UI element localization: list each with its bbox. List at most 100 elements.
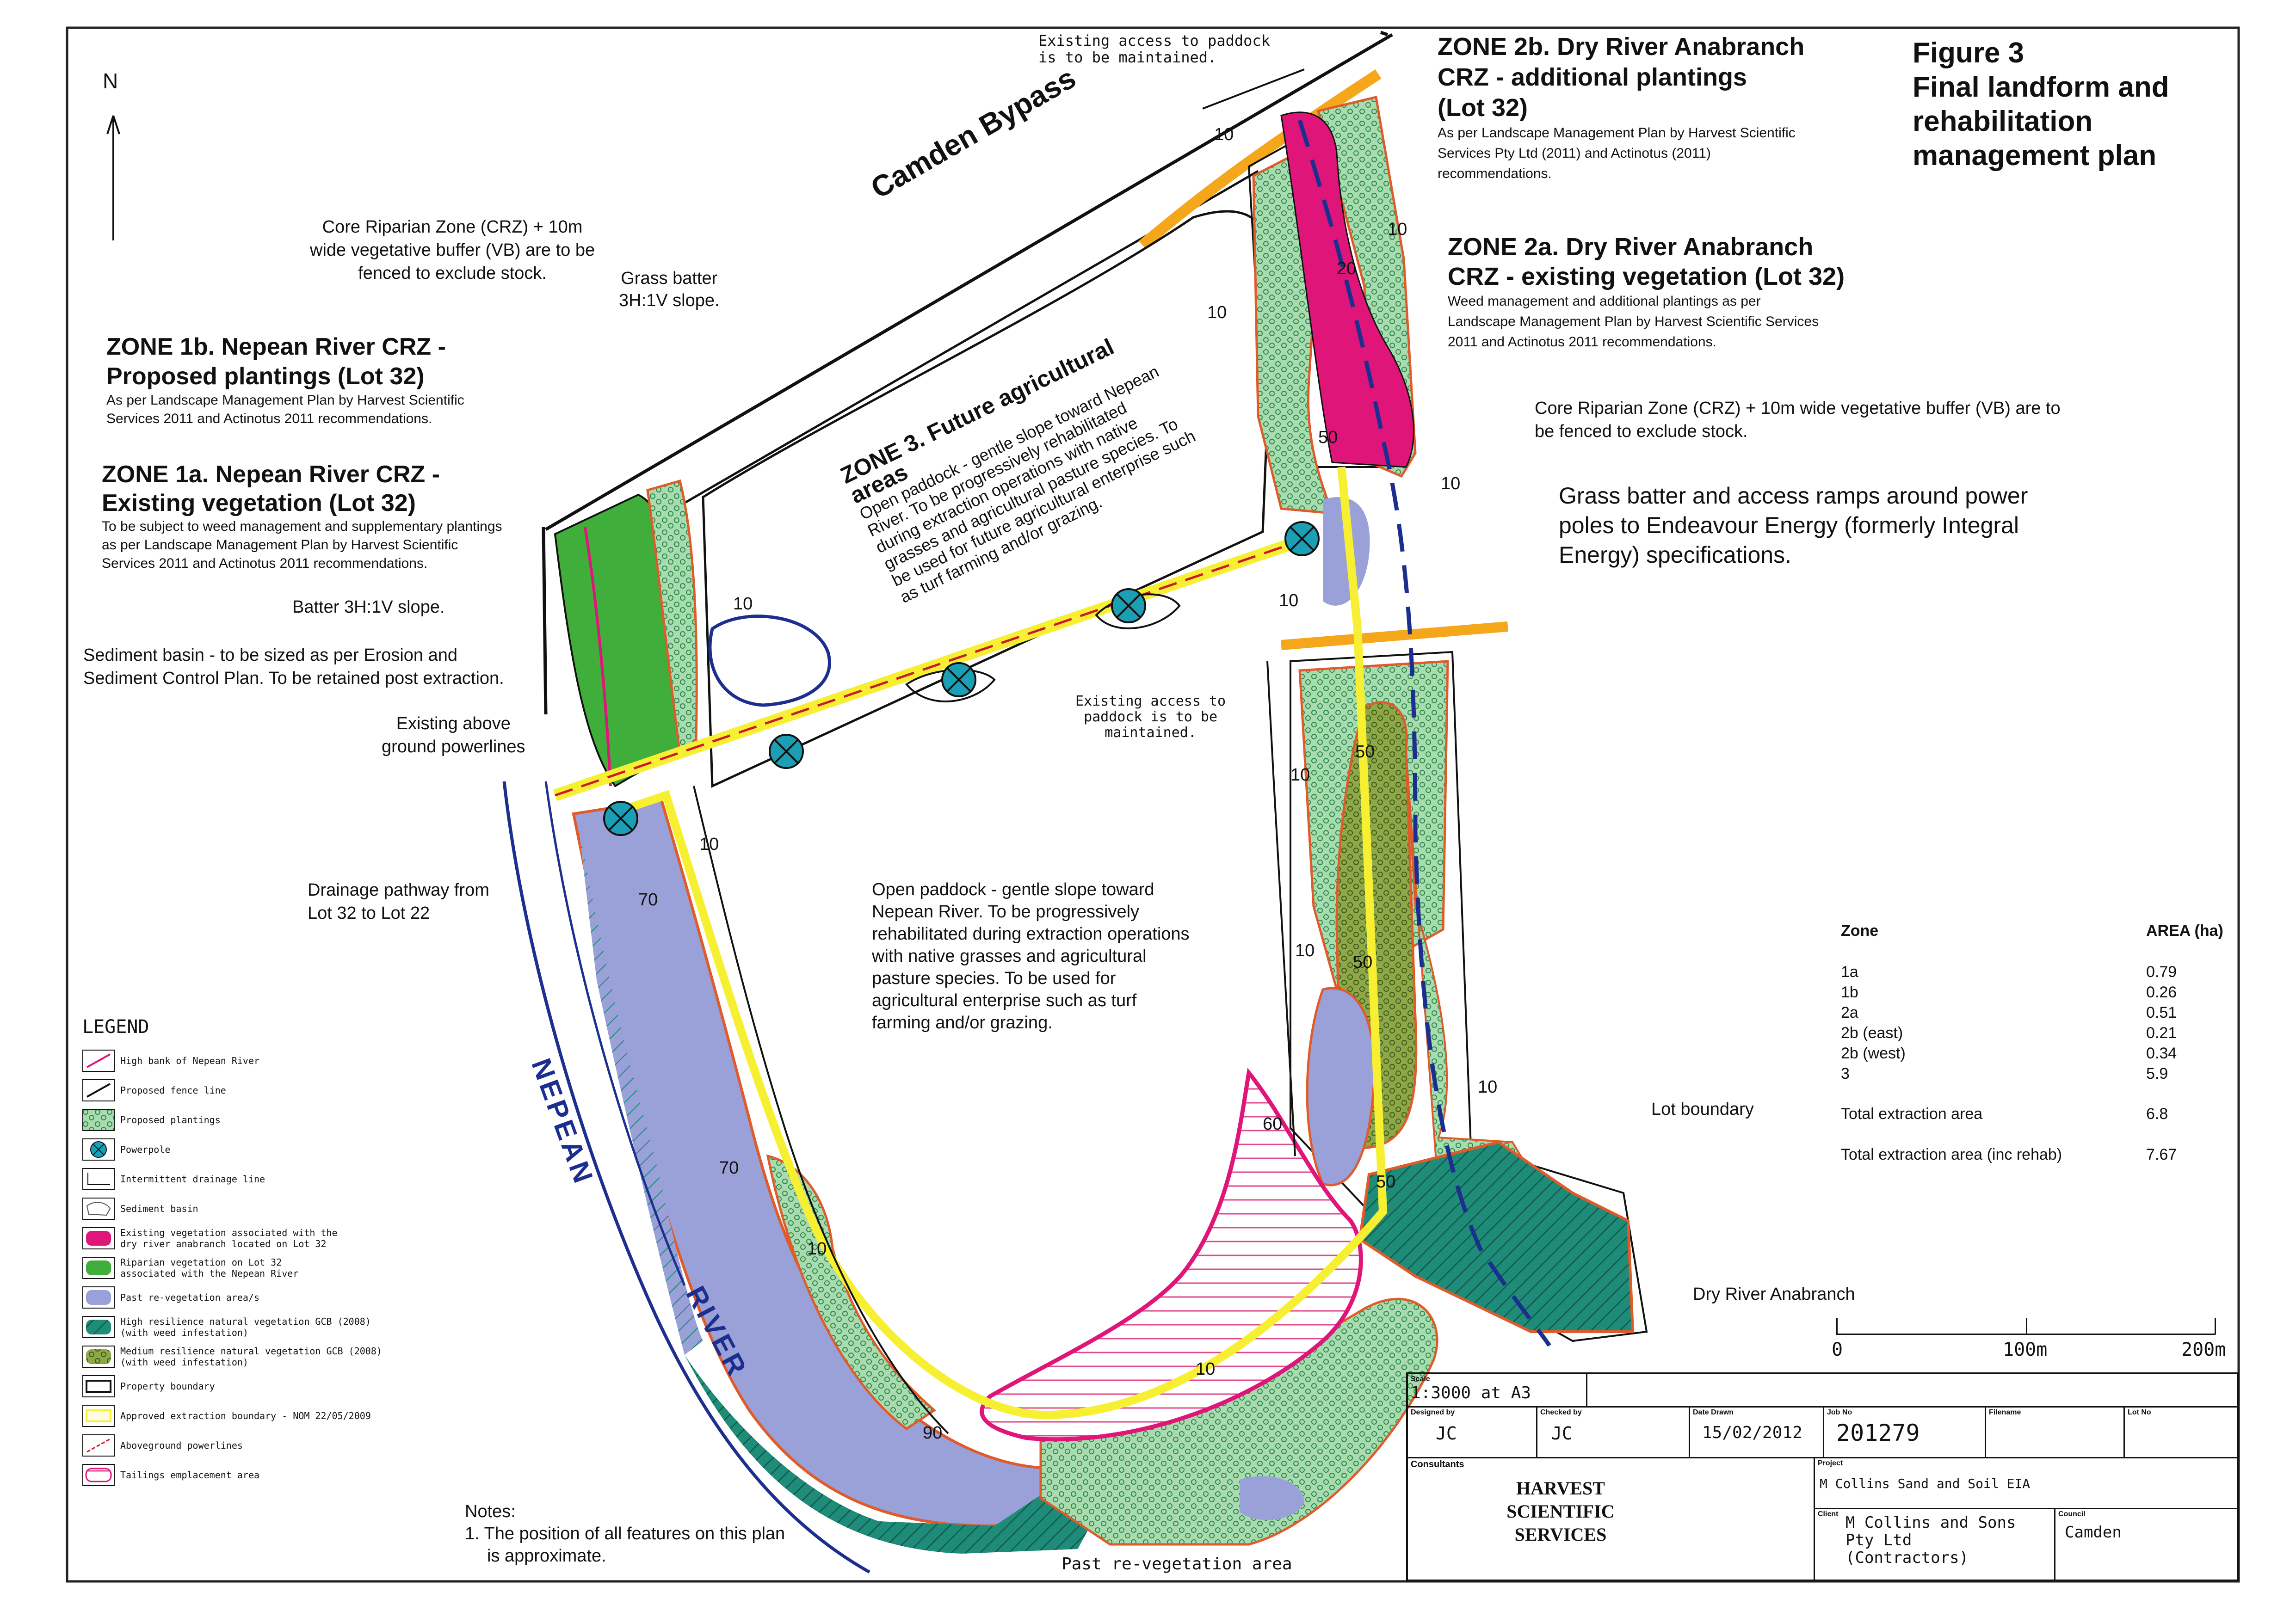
legend-items: High bank of Nepean River Proposed fence… [82,1046,462,1490]
high-resilience-swatch [82,1316,115,1338]
tb-filename: Filename [1986,1408,2125,1458]
sediment-note: Sediment basin - to be sized as per Eros… [83,644,504,690]
fence-line-swatch [82,1079,115,1101]
past-reveg-south [1240,1476,1304,1520]
table-row-total-rehab: Total extraction area (inc rehab)7.67 [1841,1144,2239,1165]
legend-item: Intermittent drainage line [82,1164,462,1194]
contour-label: 10 [1441,474,1461,493]
zone2a-title: ZONE 2a. Dry River Anabranch [1448,233,1814,261]
annotation-line: Existing access to [1075,693,1226,709]
tb-consultants: Consultants HARVEST SCIENTIFIC SERVICES [1408,1458,1815,1580]
scale-tick [2026,1318,2027,1334]
annotation-line: wide vegetative buffer (VB) are to be [310,240,595,260]
tb-label: Client [1818,1510,1839,1518]
extraction-boundary-swatch [82,1405,115,1427]
figure-title-line: rehabilitation [1913,105,2093,137]
annotation-line: Drainage pathway from [308,880,489,900]
consultant-line: SERVICES [1514,1524,1607,1545]
table-cell-zone: Total extraction area [1841,1105,1983,1123]
riparian-swatch [82,1257,115,1279]
table-cell-zone: 2b (west) [1841,1045,1906,1062]
legend-label-line: (with weed infestation) [120,1357,248,1368]
area-table-header: Zone AREA (ha) [1841,920,2239,941]
contour-label: 70 [719,1158,739,1178]
sediment-swatch [82,1198,115,1220]
grass-batter-note: Grass batter 3H:1V slope. [619,267,720,312]
tb-job: Job No 201279 [1824,1408,1986,1458]
zone1b-title: ZONE 1b. Nepean River CRZ - [106,333,446,360]
notes: Notes: 1. The position of all features o… [465,1500,785,1567]
contour-label: 10 [1207,303,1227,322]
legend-item: Proposed plantings [82,1105,462,1135]
contour-label: 20 [1337,259,1357,278]
annotation-line: Sediment basin - to be sized as per Eros… [83,646,458,665]
legend-label: High resilience natural vegetation GCB (… [120,1316,371,1338]
legend-item: Property boundary [82,1371,462,1401]
figure-title: Figure 3 Final landform and rehabilitati… [1913,36,2169,173]
annotation-line: poles to Endeavour Energy (formerly Inte… [1559,512,2019,538]
dry-river-label: Dry River Anabranch [1693,1285,1855,1304]
powerpole [769,734,804,769]
table-row-total: Total extraction area 6.8 [1841,1103,2239,1125]
legend-label-line: (with weed infestation) [120,1327,248,1338]
tb-designed: Designed by JC [1408,1408,1537,1458]
tb-label: Lot No [2128,1408,2151,1416]
table-cell-zone: 2a [1841,1004,1858,1021]
zone1b-desc: As per Landscape Management Plan by Harv… [106,393,464,408]
power-pole-note: Grass batter and access ramps around pow… [1559,481,2028,570]
nepean-river-bank-inner [544,781,686,1286]
figure-title-line: Final landform and [1913,71,2169,103]
contour-label: 10 [1279,591,1299,610]
powerlines-note: Existing above ground powerlines [382,712,525,758]
table-cell-zone: Total extraction area (inc rehab) [1841,1146,2062,1163]
annotation-line: with native grasses and agricultural [872,947,1147,966]
legend-item: Approved extraction boundary - NOM 22/05… [82,1401,462,1431]
contour-label: 10 [1478,1077,1498,1097]
zone1b-desc: Services 2011 and Actinotus 2011 recomme… [106,411,432,426]
contour-label: 10 [1290,765,1310,785]
zone2a-desc: 2011 and Actinotus 2011 recommendations. [1448,334,1716,350]
contour-label: 10 [1196,1359,1216,1379]
contour-label: 50 [1376,1172,1396,1192]
annotation-line: Core Riparian Zone (CRZ) + 10m wide vege… [1535,399,2061,418]
page-frame [66,26,2240,1583]
tb-label: Consultants [1411,1459,1464,1469]
annotation-line: farming and/or grazing. [872,1013,1053,1033]
paddock-note: Open paddock - gentle slope toward Nepea… [872,879,1190,1034]
consultant-line: HARVEST [1516,1478,1605,1499]
zone2b-title: ZONE 2b. Dry River Anabranch [1438,33,1805,61]
property-boundary-swatch [82,1375,115,1397]
table-cell-area: 0.79 [2146,963,2177,981]
annotation-line: Nepean River. To be progressively [872,902,1140,922]
tailings-swatch [82,1464,115,1486]
legend-label-line: High resilience natural vegetation GCB (… [120,1316,371,1327]
tb-value: JC [1436,1423,1457,1444]
annotation-line: be fenced to exclude stock. [1535,422,1748,441]
zone2b-desc: As per Landscape Management Plan by Harv… [1438,125,1796,141]
annotation-line: Existing above [396,714,511,733]
table-cell-area: 6.8 [2146,1105,2168,1123]
tb-client: Client M Collins and Sons Pty Ltd (Contr… [1815,1509,2055,1580]
powerpoles [603,521,1320,836]
north-arrowhead-icon [106,115,120,135]
access-mid-note: Existing access to paddock is to be main… [1075,694,1226,741]
contour-label: 10 [1388,220,1407,239]
zone2a-label: ZONE 2a. Dry River Anabranch CRZ - exist… [1448,232,1845,352]
annotation-line: paddock is to be [1084,709,1218,725]
past-reveg-swatch [82,1286,115,1309]
powerpole [941,662,976,697]
contour-label: 10 [807,1239,827,1259]
client-line: M Collins and Sons [1845,1513,2016,1532]
table-cell-zone: 1b [1841,984,1858,1001]
tb-label: Project [1818,1459,1843,1467]
powerline-swatch [82,1434,115,1457]
north-label: N [103,69,118,93]
zone2a-desc: Landscape Management Plan by Harvest Sci… [1448,314,1819,329]
annotation-line: Open paddock - gentle slope toward [872,880,1154,899]
legend: LEGEND High bank of Nepean River Propose… [82,1016,462,1490]
powerpole [1111,588,1146,623]
tb-value: 15/02/2012 [1702,1423,1802,1442]
